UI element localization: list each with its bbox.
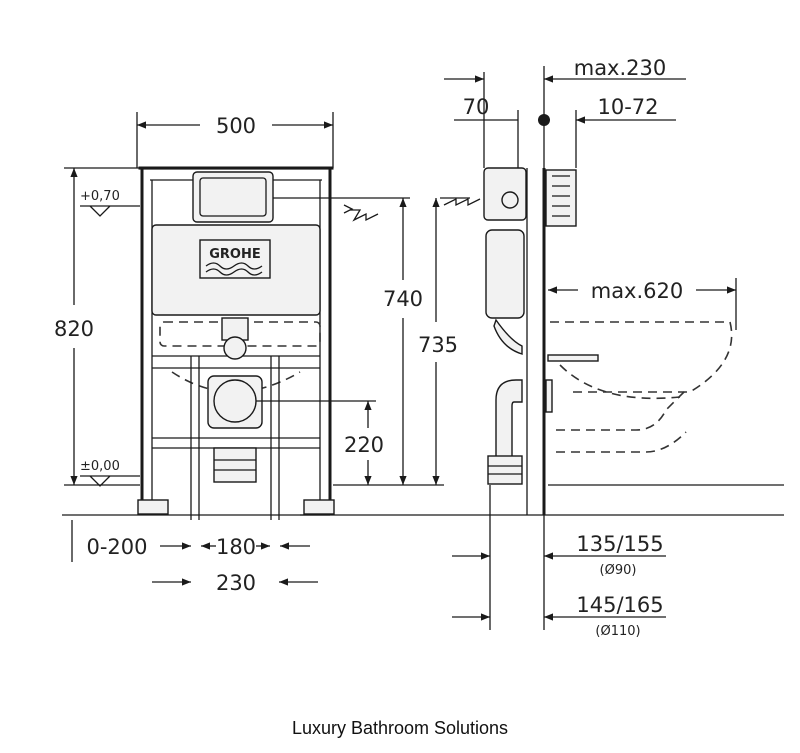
side-view — [300, 167, 784, 516]
side-dimensions: 70 max.230 10-72 735 max.620 135/155 (Ø9… — [418, 56, 737, 639]
dim-180: 180 — [216, 535, 256, 559]
bowl-side-outline — [550, 321, 733, 393]
dim-10-72: 10-72 — [597, 95, 658, 119]
front-dimensions: 500 820 +0,70 ±0,00 740 220 0-200 180 — [54, 112, 444, 595]
level-upper-icon — [80, 205, 140, 217]
level-upper-label: +0,70 — [80, 189, 120, 204]
dim-height-820: 820 — [54, 317, 94, 341]
level-zero-label: ±0,00 — [80, 459, 120, 474]
waste-socket — [487, 455, 523, 485]
dim-735: 735 — [418, 333, 458, 357]
dim-740: 740 — [383, 287, 423, 311]
cistern-body-side — [485, 229, 525, 319]
technical-drawing: GROHE 500 — [54, 56, 784, 639]
dim-0-200: 0-200 — [86, 535, 147, 559]
bowl-bracket — [547, 354, 599, 362]
dim-width-500: 500 — [216, 114, 256, 138]
front-view: GROHE — [62, 166, 379, 520]
actuator-plate — [192, 171, 274, 223]
dim-230: 230 — [216, 571, 256, 595]
level-zero-icon — [80, 475, 140, 487]
frame-left-foot — [137, 499, 169, 515]
frame-right-foot — [303, 499, 335, 515]
flush-bend — [493, 318, 523, 355]
dim-220: 220 — [344, 433, 384, 457]
supply-inlet-icon — [350, 209, 379, 222]
dim-145-165: 145/165 — [576, 593, 663, 617]
dim-135-155: 135/155 — [576, 532, 663, 556]
waste-bend — [495, 379, 523, 467]
logo-text: GROHE — [209, 247, 261, 262]
caption: Luxury Bathroom Solutions — [291, 718, 509, 738]
waste-outlet — [213, 379, 257, 423]
dim-145-165-diameter: (Ø110) — [595, 624, 640, 639]
wall-block — [545, 169, 577, 227]
flush-outlet-circle — [223, 336, 247, 360]
waste-pipe — [213, 447, 257, 483]
dim-max-620: max.620 — [591, 279, 684, 303]
dim-135-155-diameter: (Ø90) — [600, 563, 637, 578]
dim-max-230: max.230 — [574, 56, 667, 80]
dim-70: 70 — [463, 95, 490, 119]
side-supply-icon — [443, 197, 481, 207]
